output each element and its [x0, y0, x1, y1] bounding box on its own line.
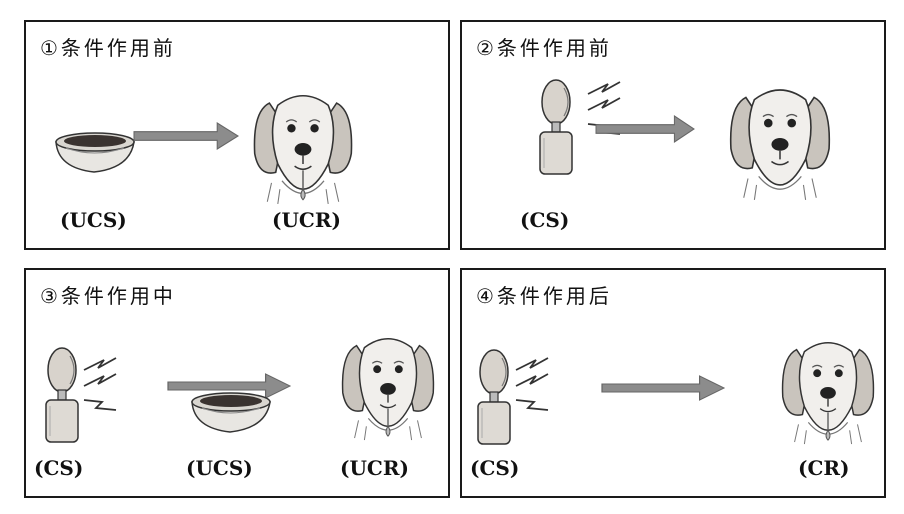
arrow-icon	[595, 115, 695, 143]
cs-label: (CS)	[470, 456, 520, 480]
drooling-dog-icon	[341, 338, 435, 441]
sound-wave-icon	[515, 357, 549, 411]
cs-label: (CS)	[34, 456, 84, 480]
bell-icon	[477, 349, 511, 445]
food-bowl-icon	[191, 392, 271, 433]
dog-icon	[729, 89, 831, 201]
panel-before-conditioning-1: ①条件作用前 (UCS) (UCR)	[24, 20, 450, 250]
drooling-dog-icon	[253, 94, 353, 205]
bell-icon	[539, 79, 573, 175]
ucr-label: (UCR)	[340, 456, 409, 480]
drooling-dog-icon	[781, 342, 875, 445]
ucr-label: (UCR)	[272, 208, 341, 232]
panel-after-conditioning: ④条件作用后 (CS) (CR)	[460, 268, 886, 498]
panel-title: ③条件作用中	[40, 284, 176, 308]
ucs-label: (UCS)	[186, 456, 253, 480]
panel-before-conditioning-2: ②条件作用前 (CS)	[460, 20, 886, 250]
bell-icon	[45, 347, 79, 443]
panel-title: ①条件作用前	[40, 36, 176, 60]
cs-label: (CS)	[520, 208, 570, 232]
cr-label: (CR)	[798, 456, 850, 480]
panel-title: ②条件作用前	[476, 36, 612, 60]
arrow-icon	[601, 375, 725, 401]
panel-title: ④条件作用后	[476, 284, 612, 308]
arrow-icon	[133, 122, 239, 150]
food-bowl-icon	[55, 132, 135, 173]
panel-during-conditioning: ③条件作用中 (CS) (UCS) (UCR)	[24, 268, 450, 498]
ucs-label: (UCS)	[60, 208, 127, 232]
sound-wave-icon	[83, 357, 117, 411]
